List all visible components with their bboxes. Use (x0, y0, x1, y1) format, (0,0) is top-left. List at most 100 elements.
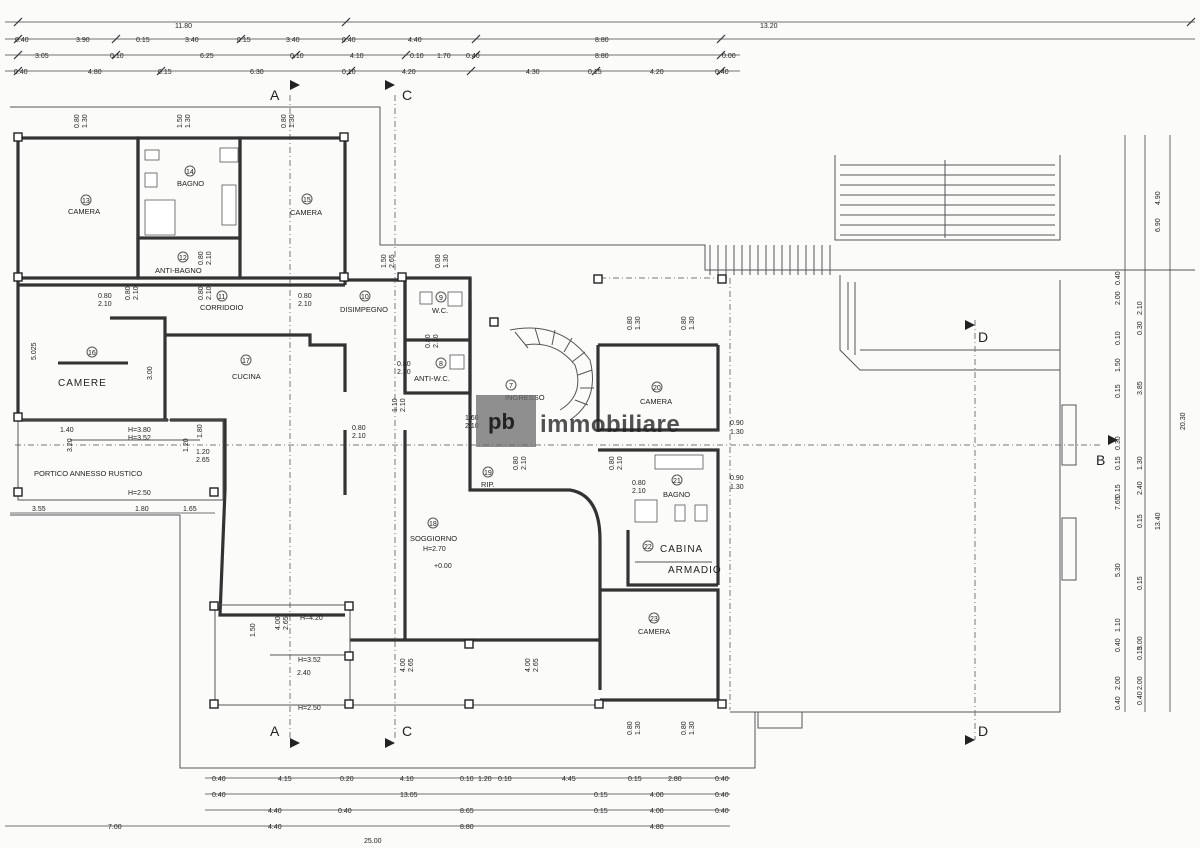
dim-bot-r1-8: 0.15 (628, 776, 642, 783)
door-10-w: 1.50 (381, 254, 388, 268)
dim-bot-r4-3: 4.80 (650, 824, 664, 831)
door-20-w: 0.80 (609, 456, 616, 470)
dim-top-r3-9: 0.00 (722, 53, 736, 60)
dim-r-25: 0.40 (1137, 691, 1144, 705)
win-20b-h: 1.30 (689, 316, 696, 330)
dim-south-150: 1.50 (250, 623, 257, 637)
dim-top-r3-7: 0.40 (466, 53, 480, 60)
height-labels: PORTICO ANNESSO RUSTICO H=3.80 H=3.52 H=… (34, 427, 452, 712)
dim-bot-r1-9: 2.80 (668, 776, 682, 783)
door-19-w: 0.80 (513, 456, 520, 470)
win-9-w: 0.80 (435, 254, 442, 268)
win-20b-w: 0.80 (681, 316, 688, 330)
door-cucina-w: 0.80 (352, 425, 366, 432)
dim-top-r1-1: 13.20 (760, 23, 778, 30)
section-mark-b: B (1096, 452, 1105, 468)
door-20-h: 2.10 (617, 456, 624, 470)
top-dimensions: 11.80 13.20 0.40 3.90 0.15 3.40 0.15 3.4… (5, 17, 1196, 76)
room-7-num: 7 (509, 383, 513, 390)
door-south-h: 2.65 (283, 616, 290, 630)
dim-top-r2-2: 0.15 (136, 37, 150, 44)
room-17-name: CUCINA (232, 372, 261, 381)
room-20-name: CAMERA (640, 397, 672, 406)
dim-bot-r4-0: 7.00 (108, 824, 122, 831)
dim-r-13: 2.40 (1137, 481, 1144, 495)
dim-r-26: 2.00 (1115, 676, 1122, 690)
room-16-handwritten: CAMERE (58, 378, 107, 389)
porch-outlines (17, 277, 731, 710)
room-20-num: 20 (653, 385, 661, 392)
height-south-h420: H=4.20 (300, 615, 323, 622)
door-8-w: 0.80 (425, 334, 432, 348)
dim-r-15: 7.65 (1115, 496, 1122, 510)
dim-bot-r1-1: 4.15 (278, 776, 292, 783)
door-13-h: 2.10 (133, 286, 140, 300)
dim-top-r3-3: 0.10 (290, 53, 304, 60)
stair-block-bottom (757, 711, 803, 729)
dim-r-18: 0.15 (1137, 514, 1144, 528)
door-sog-b-h: 2.65 (533, 658, 540, 672)
room-15-name: CAMERA (290, 208, 322, 217)
door-kitchen-w: 1.20 (183, 438, 190, 452)
win-21-w: 0.90 (730, 475, 744, 482)
section-mark-c-top: C (402, 87, 412, 103)
door-13-w: 0.80 (125, 286, 132, 300)
antiwc-sink-icon (449, 354, 465, 370)
dim-top-r2-7: 4.40 (408, 37, 422, 44)
dim-top-r3-5: 0.10 (410, 53, 424, 60)
room-17-num: 17 (242, 358, 250, 365)
sink-icon (144, 149, 160, 161)
bath-double-sink-icon (654, 454, 704, 470)
room-19-num: 19 (484, 470, 492, 477)
dim-top-r2-1: 3.90 (76, 37, 90, 44)
door-portico-h: 3.20 (67, 438, 74, 452)
dim-ll-1: 1.80 (135, 506, 149, 513)
dim-top-r4-3: 6.30 (250, 69, 264, 76)
room-21-num: 21 (673, 478, 681, 485)
door-south-w: 4.00 (275, 616, 282, 630)
dim-bot-r1-7: 4.45 (562, 776, 576, 783)
room-8-num: 8 (439, 361, 443, 368)
portico-label: PORTICO ANNESSO RUSTICO (34, 469, 142, 478)
door-antiwc-h: 2.10 (397, 369, 411, 376)
dim-bot-r2-0: 0.40 (212, 792, 226, 799)
door-ingresso-h: 2.10 (400, 398, 407, 412)
dim-wall-5025: 5.025 (31, 342, 38, 360)
dim-bot-r3-0: 4.40 (268, 808, 282, 815)
dim-bot-r1-4: 0.10 (460, 776, 474, 783)
win-13-w: 0.80 (74, 114, 81, 128)
dim-r-17: 20.30 (1180, 412, 1187, 430)
roof-terrace (709, 155, 1077, 729)
roof-hatching (840, 160, 1055, 238)
stair-block-right-2 (1061, 517, 1077, 581)
height-h250: H=2.50 (128, 490, 151, 497)
dim-r-4: 2.10 (1137, 301, 1144, 315)
door-7-h: 2.10 (465, 423, 479, 430)
dim-bot-r2-3: 4.00 (650, 792, 664, 799)
dim-top-r2-8: 8.80 (595, 37, 609, 44)
door-16-h: 2.10 (98, 301, 112, 308)
dim-top-r2-6: 0.40 (342, 37, 356, 44)
dim-bot-r3-3: 0.15 (594, 808, 608, 815)
door-15-h: 2.10 (298, 301, 312, 308)
room-labels: 13 CAMERA 14 BAGNO 15 CAMERA 12 ANTI-BAG… (58, 165, 721, 636)
win-20c-w: 0.90 (730, 420, 744, 427)
room-10-name: DISIMPEGNO (340, 305, 388, 314)
room-12-name: ANTI-BAGNO (155, 266, 202, 275)
dim-r-21: 1.10 (1115, 618, 1122, 632)
win-15-w: 0.80 (281, 114, 288, 128)
dim-top-r4-8: 4.20 (650, 69, 664, 76)
dim-ll-0: 3.55 (32, 506, 46, 513)
dim-r-24: 0.15 (1137, 646, 1144, 660)
spiral-staircase (509, 327, 594, 421)
win-21-h: 1.30 (730, 484, 744, 491)
door-cucina-h: 2.10 (352, 433, 366, 440)
room-21-name: BAGNO (663, 490, 690, 499)
dim-top-r2-0: 0.40 (15, 37, 29, 44)
height-soggiorno: H=2.70 (423, 546, 446, 553)
dim-top-r4-4: 0.10 (342, 69, 356, 76)
dim-top-r3-1: 0.10 (110, 53, 124, 60)
dim-r-20: 0.15 (1137, 576, 1144, 590)
section-mark-a-bottom: A (270, 723, 280, 739)
room-22-num: 22 (644, 544, 652, 551)
